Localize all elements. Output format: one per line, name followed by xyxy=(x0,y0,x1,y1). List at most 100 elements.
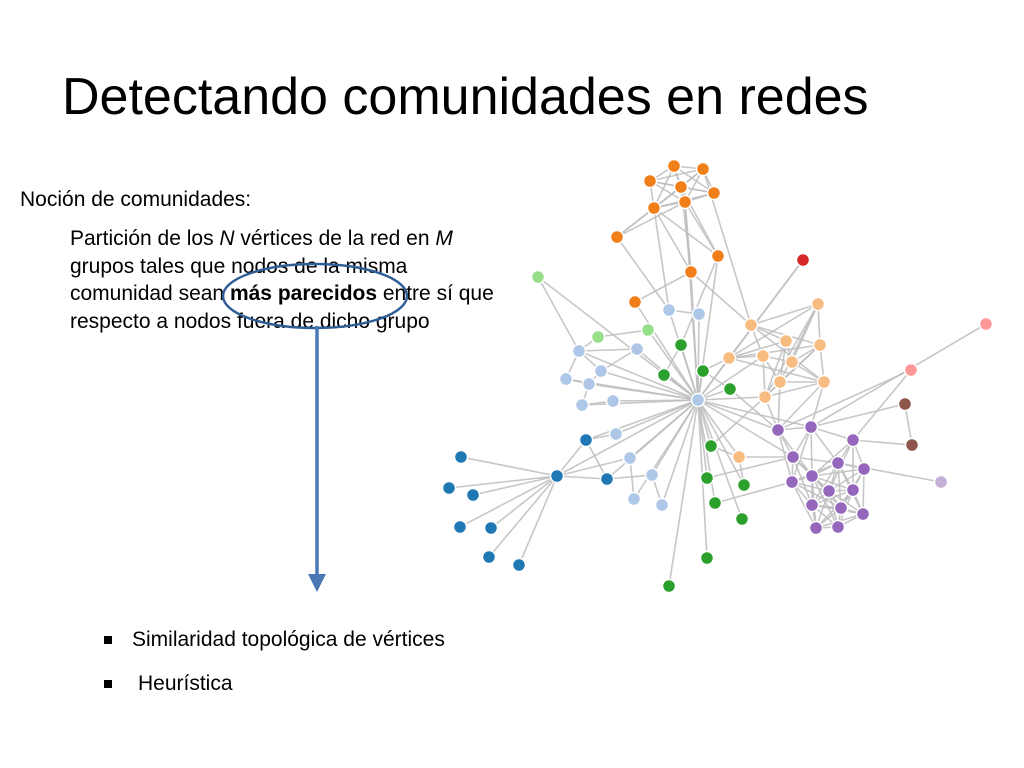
network-edge xyxy=(697,399,779,431)
network-edge xyxy=(811,489,854,506)
network-node-light-blue xyxy=(593,363,609,379)
network-node-purple xyxy=(833,500,849,516)
network-edge xyxy=(714,481,793,504)
n-variable: N xyxy=(219,227,235,250)
network-node-green xyxy=(661,578,677,594)
network-node-light-green xyxy=(590,329,606,345)
network-node-light-orange xyxy=(757,389,773,405)
network-edges xyxy=(448,165,987,587)
network-edge xyxy=(791,426,812,483)
network-edge xyxy=(684,201,699,401)
network-node-light-orange xyxy=(812,337,828,353)
network-node-light-blue xyxy=(644,467,660,483)
network-node-green xyxy=(695,363,711,379)
bullet-item: Heurística xyxy=(102,662,445,706)
network-edge xyxy=(585,399,699,441)
network-node-pink xyxy=(903,362,919,378)
m-variable: M xyxy=(435,227,453,250)
definition-text: Partición de los xyxy=(70,227,220,250)
network-node-green xyxy=(707,495,723,511)
definition-text: vértices de la red en xyxy=(234,227,436,250)
network-node-light-blue xyxy=(571,343,587,359)
network-edge xyxy=(488,475,558,558)
community-definition: Partición de los N vértices de la red en… xyxy=(70,225,510,335)
network-edge xyxy=(606,474,653,480)
network-edge xyxy=(616,236,670,311)
network-node-light-blue xyxy=(574,397,590,413)
network-edge xyxy=(779,303,819,383)
network-node-light-orange xyxy=(810,296,826,312)
network-node-light-blue xyxy=(608,426,624,442)
network-node-orange xyxy=(646,200,662,216)
network-node-orange xyxy=(666,158,682,174)
network-node-green xyxy=(656,367,672,383)
network-edge xyxy=(673,165,715,194)
network-node-purple xyxy=(784,474,800,490)
network-node-light-orange xyxy=(778,333,794,349)
network-edge xyxy=(600,370,699,401)
network-node-purple xyxy=(803,419,819,435)
bullet-item: Similaridad topológica de vértices xyxy=(102,618,445,662)
network-edge xyxy=(472,475,558,496)
network-edge xyxy=(459,475,558,528)
network-edge xyxy=(852,369,912,441)
network-edge xyxy=(585,439,608,480)
network-node-light-blue xyxy=(622,450,638,466)
square-bullet-icon xyxy=(104,680,112,688)
network-edge xyxy=(777,381,825,431)
network-node-light-orange xyxy=(772,374,788,390)
network-node-green xyxy=(699,470,715,486)
network-edge xyxy=(616,201,686,238)
network-edge xyxy=(518,475,558,566)
network-edge xyxy=(556,439,587,477)
network-node-purple xyxy=(808,520,824,536)
network-node-green xyxy=(722,381,738,397)
network-node-green xyxy=(734,511,750,527)
network-node-orange xyxy=(609,229,625,245)
network-edge xyxy=(729,388,779,431)
network-node-blue xyxy=(441,480,457,496)
square-bullet-icon xyxy=(104,636,112,644)
network-node-purple xyxy=(804,468,820,484)
network-node-orange xyxy=(677,194,693,210)
network-node-light-blue xyxy=(558,371,574,387)
section-heading: Noción de comunidades: xyxy=(20,188,252,211)
network-node-blue xyxy=(483,520,499,536)
highlight-ellipse xyxy=(221,262,409,330)
network-node-blue xyxy=(452,519,468,535)
network-edge xyxy=(810,381,825,428)
network-edge xyxy=(777,369,912,431)
network-edge xyxy=(811,468,865,477)
bullet-label: Heurística xyxy=(138,672,233,695)
network-node-blue xyxy=(481,549,497,565)
network-edge xyxy=(633,399,699,500)
network-edge xyxy=(706,456,794,479)
network-edge xyxy=(810,403,906,428)
network-node-light-orange xyxy=(784,354,800,370)
network-node-orange xyxy=(695,161,711,177)
network-node-light-green xyxy=(640,322,656,338)
network-node-orange xyxy=(706,185,722,201)
network-edge xyxy=(537,276,580,352)
network-edge xyxy=(588,383,699,401)
network-edge xyxy=(697,357,730,401)
network-node-light-blue xyxy=(629,341,645,357)
network-node-light-blue xyxy=(581,376,597,392)
network-edge xyxy=(811,439,854,477)
definition-text: grupos tales que nodos de la misma comun… xyxy=(70,254,408,306)
network-edge xyxy=(634,271,692,303)
network-node-light-blue xyxy=(654,497,670,513)
network-node-light-green xyxy=(530,269,546,285)
network-node-purple xyxy=(785,449,801,465)
network-edge xyxy=(680,255,719,346)
network-edge xyxy=(556,457,631,477)
network-edge xyxy=(647,329,699,401)
network-node-light-orange xyxy=(755,348,771,364)
network-edge xyxy=(777,381,781,431)
network-node-orange xyxy=(710,248,726,264)
network-edge xyxy=(852,439,913,446)
network-node-purple xyxy=(821,483,837,499)
network-node-orange xyxy=(642,173,658,189)
network-node-light-orange xyxy=(816,374,832,390)
